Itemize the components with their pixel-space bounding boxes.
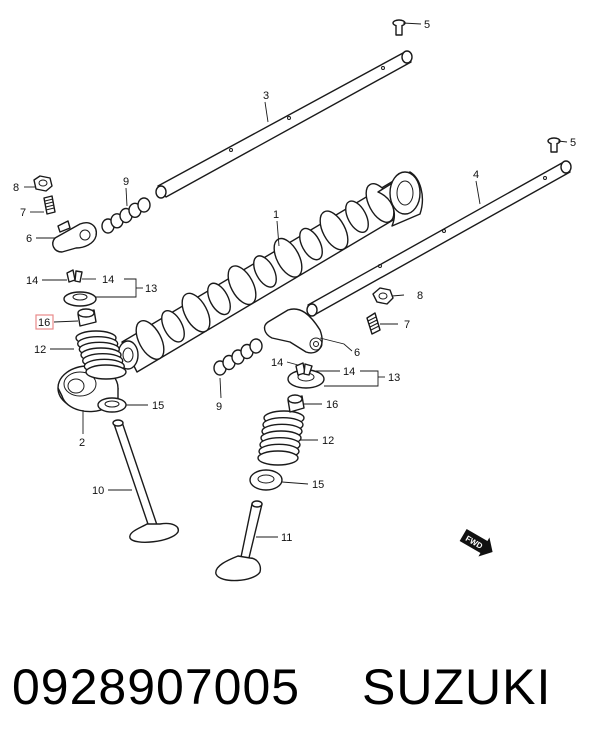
spring-seat-right xyxy=(249,469,283,491)
callout-8-right: 8 xyxy=(417,290,423,302)
callout-5-lower: 5 xyxy=(570,137,576,149)
cam-lobe xyxy=(135,320,165,360)
brand-name: SUZUKI xyxy=(362,659,552,715)
callout-14-c: 14 xyxy=(271,357,283,369)
cam-lobe xyxy=(161,310,185,343)
callout-12-left: 12 xyxy=(34,344,46,356)
adjust-screw-right xyxy=(366,312,381,335)
cam-lobe xyxy=(319,210,349,251)
exhaust-valve xyxy=(215,500,263,582)
spring-retainer-left xyxy=(63,291,97,307)
callout-6-left: 6 xyxy=(26,233,32,245)
callout-1: 1 xyxy=(273,209,279,221)
callout-6-right: 6 xyxy=(354,347,360,359)
spring-coil xyxy=(137,197,151,213)
cam-lobe xyxy=(181,292,211,333)
spring-coil xyxy=(249,338,263,354)
callout-10: 10 xyxy=(92,485,104,497)
valve-stem-seal-right xyxy=(287,394,305,413)
callout-13-left: 13 xyxy=(145,283,157,295)
callout-12-right: 12 xyxy=(322,435,334,447)
valve-spring-left xyxy=(75,330,127,380)
callout-4: 4 xyxy=(473,169,479,181)
callout-5-upper: 5 xyxy=(424,19,430,31)
callout-14-a: 14 xyxy=(26,275,38,287)
callout-9-upper: 9 xyxy=(123,176,129,188)
valve-train-diagram: 3 5 5 4 1 9 8 7 6 14 14 13 16 12 15 2 10… xyxy=(13,19,576,582)
spring-seat-left xyxy=(97,397,127,413)
valve-spring-right xyxy=(257,410,305,466)
callout-15-right: 15 xyxy=(312,479,324,491)
callout-9-lower: 9 xyxy=(216,401,222,413)
callout-8-left: 8 xyxy=(13,182,19,194)
callout-16-left: 16 xyxy=(38,317,50,329)
lock-nut-right xyxy=(372,287,394,305)
callout-13-right: 13 xyxy=(388,372,400,384)
callout-15-left: 15 xyxy=(152,400,164,412)
part-number: 0928907005 xyxy=(12,659,301,715)
adjust-screw-left xyxy=(43,195,56,215)
callout-14-d: 14 xyxy=(343,366,355,378)
rocker-arm-left xyxy=(52,220,97,253)
cam-lobe xyxy=(345,200,369,233)
callout-14-b: 14 xyxy=(102,274,114,286)
spring-coil xyxy=(85,364,127,380)
rocker-arm-right xyxy=(263,308,323,354)
callout-7-right: 7 xyxy=(404,319,410,331)
callout-7-left: 7 xyxy=(20,207,26,219)
callout-11: 11 xyxy=(281,532,292,544)
cam-lobe xyxy=(253,255,277,288)
caption: 0928907005 SUZUKI xyxy=(12,652,592,732)
rocker-spring-upper xyxy=(101,197,151,234)
fwd-arrow-icon: FWD xyxy=(459,528,493,557)
leader-lines xyxy=(24,22,568,538)
callout-2: 2 xyxy=(79,437,85,449)
rocker-shaft-lower xyxy=(306,160,572,317)
rocker-shaft-upper xyxy=(155,50,413,199)
screw-lower xyxy=(547,137,561,153)
valve-cotter-left xyxy=(66,269,83,283)
rocker-spring-lower xyxy=(213,338,263,376)
cam-lobe xyxy=(299,227,323,261)
lock-nut-left xyxy=(33,175,53,192)
valve-cotter-right xyxy=(295,362,313,376)
valve-stem-seal-left xyxy=(77,308,97,327)
callout-16-right: 16 xyxy=(326,399,338,411)
intake-valve xyxy=(112,419,179,543)
cam-lobe xyxy=(207,282,231,316)
callout-3: 3 xyxy=(263,90,269,102)
callout-labels: 3 5 5 4 1 9 8 7 6 14 14 13 16 12 15 2 10… xyxy=(13,19,576,544)
camshaft xyxy=(117,171,424,373)
cam-lobe xyxy=(227,265,257,306)
screw-upper xyxy=(392,19,406,36)
highlight-box xyxy=(35,314,54,330)
spring-coil xyxy=(257,450,299,466)
